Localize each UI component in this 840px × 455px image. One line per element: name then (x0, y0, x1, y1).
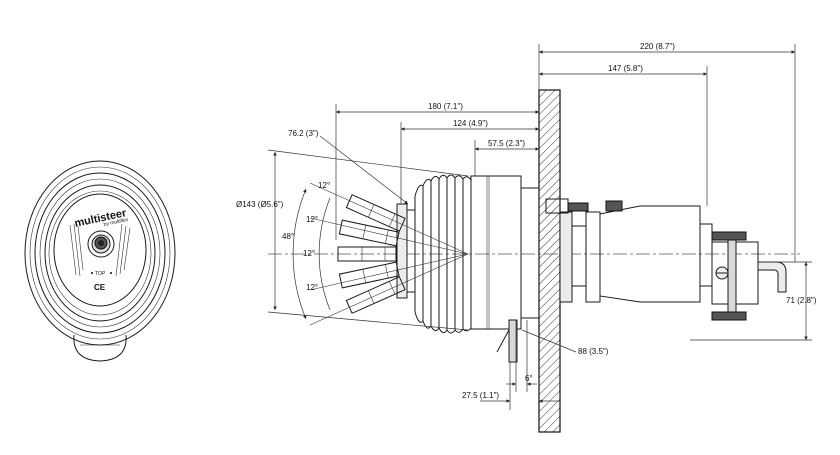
mounting-panel (538, 89, 561, 433)
ce-mark: CE (94, 283, 106, 292)
helm-body (470, 175, 522, 330)
angle-arc-48 (292, 188, 307, 320)
bottom-connector (73, 334, 127, 362)
dim-panel-offset: 27.5 (1.1") (462, 391, 499, 400)
top-mark: TOP (95, 271, 106, 277)
angle-step-3: 12° (303, 249, 315, 258)
dim-outer-dia: Ø143 (Ø5.6") (236, 200, 284, 209)
elbow-fitting (757, 261, 787, 293)
front-view: multisteer by multiflex TOP CE (24, 160, 176, 362)
angle-step-2: 12° (306, 215, 318, 224)
angle-step-4: 12° (306, 283, 318, 292)
dim-hub-dia: 76.2 (3") (288, 129, 319, 138)
dim-bellows-length: 124 (4.9") (453, 119, 488, 128)
dim-hub-depth: 57.5 (2.3") (488, 139, 525, 148)
dim-front-length: 180 (7.1") (428, 102, 463, 111)
dim-rear-length: 147 (5.8") (608, 64, 643, 73)
hub-outer (87, 230, 115, 258)
angle-step-1: 12° (318, 181, 330, 190)
dim-overall-length: 220 (8.7") (640, 42, 675, 51)
angle-total: 48° (282, 232, 294, 241)
dim-cutout: 88 (3.5") (578, 347, 609, 356)
sub-brand: by multiflex (103, 217, 129, 228)
rear-bolt-bottom (711, 311, 747, 321)
front-face-disc (53, 193, 147, 307)
mount-bolt-top (567, 202, 589, 212)
shaft-hub (396, 203, 416, 299)
bellows (414, 174, 472, 334)
dim-rear-height: 71 (2.8") (786, 296, 817, 305)
rear-assembly (545, 198, 787, 321)
rear-bolt-top (711, 231, 747, 241)
dim-tilt: 6° (525, 374, 533, 383)
